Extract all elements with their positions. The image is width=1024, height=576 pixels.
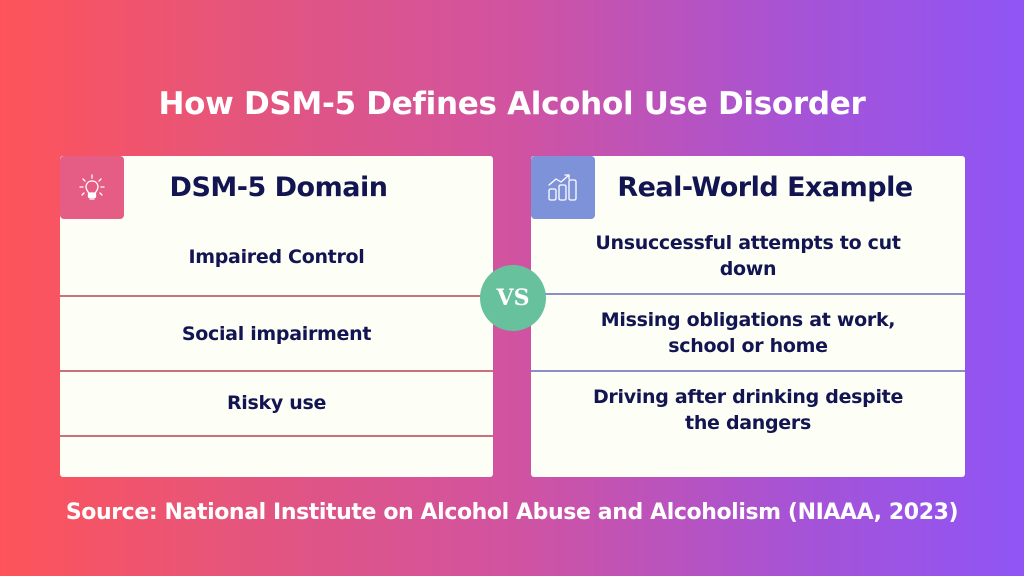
vs-badge: VS	[480, 265, 546, 331]
domain-row: Impaired Control	[188, 246, 365, 268]
domain-row: Risky use	[226, 392, 327, 414]
example-row: Unsuccessful attempts to cut down	[595, 232, 901, 280]
chart-icon-box	[531, 156, 595, 219]
example-row: Driving after drinking despite the dange…	[592, 386, 904, 434]
real-world-example-card: Real-World Example Unsuccessful attempts…	[531, 156, 965, 477]
dsm5-domain-header: DSM-5 Domain	[169, 172, 388, 203]
page-title: How DSM-5 Defines Alcohol Use Disorder	[158, 86, 866, 122]
dsm5-domain-card: DSM-5 Domain Impaired Control Social imp…	[60, 156, 493, 477]
bar-chart-trend-icon	[548, 173, 577, 201]
example-row: Missing obligations at work, school or h…	[600, 308, 896, 357]
domain-row-empty	[60, 437, 493, 477]
row-divider	[60, 295, 493, 297]
row-divider	[60, 435, 493, 437]
row-divider	[60, 370, 493, 372]
row-divider	[531, 293, 965, 295]
source-citation: Source: National Institute on Alcohol Ab…	[65, 500, 959, 525]
row-divider	[531, 370, 965, 372]
lightbulb-icon	[79, 173, 105, 200]
lightbulb-icon-box	[60, 156, 124, 219]
real-world-example-header: Real-World Example	[617, 172, 913, 203]
domain-row: Social impairment	[181, 322, 372, 345]
